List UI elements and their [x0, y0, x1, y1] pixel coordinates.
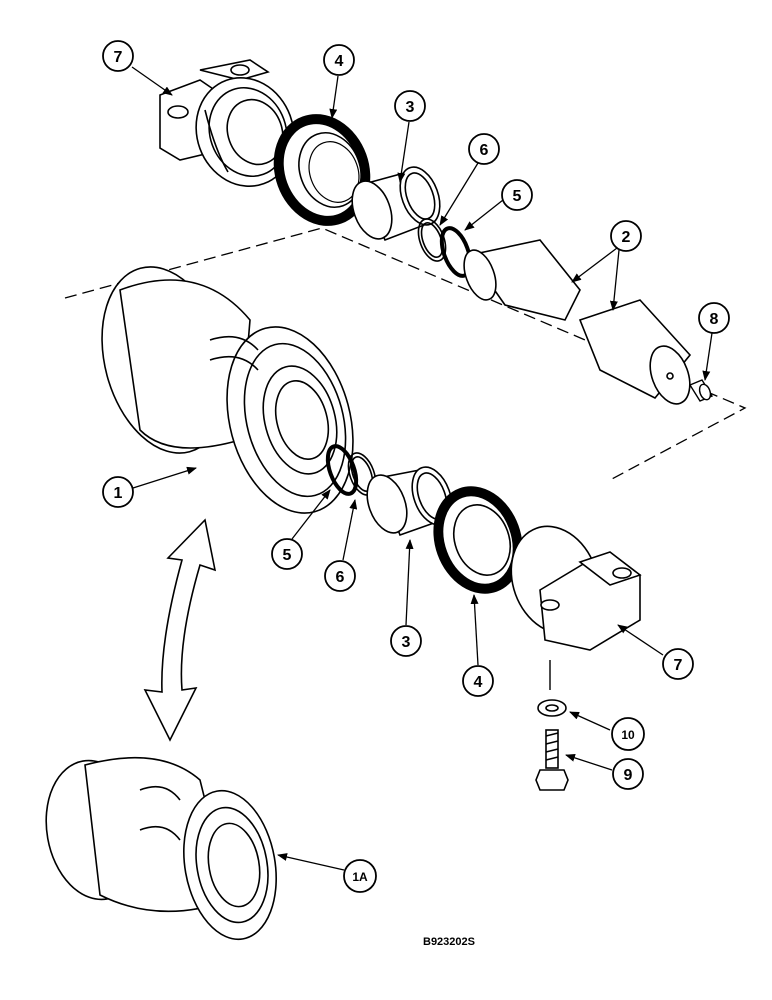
callout-2: 2 [610, 220, 642, 252]
leader-8 [702, 332, 713, 381]
svg-text:9: 9 [624, 767, 633, 784]
o-ring-lower [325, 444, 359, 496]
seal-top [273, 114, 371, 226]
callout-9: 9 [612, 758, 644, 790]
assembly-outline [64, 227, 747, 481]
callout-3-top: 3 [394, 90, 426, 122]
svg-text:4: 4 [474, 674, 483, 691]
svg-text:8: 8 [710, 311, 719, 328]
figure-id: B923202S [423, 936, 475, 948]
leader-5-top [464, 199, 504, 231]
leader-4-top [329, 75, 339, 119]
leader-6-low [342, 499, 358, 561]
callout-5-top: 5 [501, 179, 533, 211]
track-roller-alternate [45, 756, 277, 941]
svg-text:10: 10 [621, 728, 635, 742]
leader-4-low [470, 594, 479, 666]
svg-text:5: 5 [513, 188, 522, 205]
callout-3-low: 3 [390, 625, 422, 657]
svg-text:4: 4 [335, 53, 344, 70]
leader-3-top [397, 121, 410, 183]
svg-text:6: 6 [480, 142, 489, 159]
leader-1a [277, 853, 345, 871]
leader-2b [609, 249, 620, 311]
svg-text:6: 6 [336, 569, 345, 586]
leader-1 [132, 466, 197, 489]
svg-text:7: 7 [674, 657, 683, 674]
leader-2a [571, 247, 618, 283]
svg-text:3: 3 [402, 634, 411, 651]
svg-text:5: 5 [283, 547, 292, 564]
callout-8: 8 [698, 302, 730, 334]
callout-6-top: 6 [468, 133, 500, 165]
roller-bracket-lower [510, 525, 642, 651]
svg-text:1A: 1A [352, 870, 368, 884]
callout-1a: 1A [343, 859, 377, 893]
o-ring-top [439, 226, 473, 278]
washer [537, 699, 567, 717]
callout-1: 1 [102, 476, 134, 508]
svg-text:2: 2 [622, 229, 631, 246]
bolt [535, 729, 569, 791]
callout-6-low: 6 [324, 560, 356, 592]
svg-text:1: 1 [114, 485, 123, 502]
leader-7-top [131, 66, 173, 96]
callout-4-top: 4 [323, 44, 355, 76]
leader-7-low [617, 624, 664, 656]
seal-lower [433, 486, 523, 594]
callout-7-top: 7 [102, 40, 134, 72]
callout-5-low: 5 [271, 538, 303, 570]
callout-7-low: 7 [662, 648, 694, 680]
roller-bracket-top [159, 59, 295, 188]
track-roller [101, 266, 354, 514]
plug [688, 379, 714, 402]
alternate-roller-arrow [143, 518, 217, 742]
leader-10 [569, 711, 611, 731]
leader-5-low [291, 489, 331, 540]
leader-9 [565, 753, 613, 771]
shaft [463, 239, 692, 405]
leader-3-low [405, 539, 414, 626]
leader-6-top [439, 162, 479, 226]
callout-10: 10 [611, 717, 645, 751]
svg-text:3: 3 [406, 99, 415, 116]
callout-4-low: 4 [462, 665, 494, 697]
svg-text:7: 7 [114, 49, 123, 66]
